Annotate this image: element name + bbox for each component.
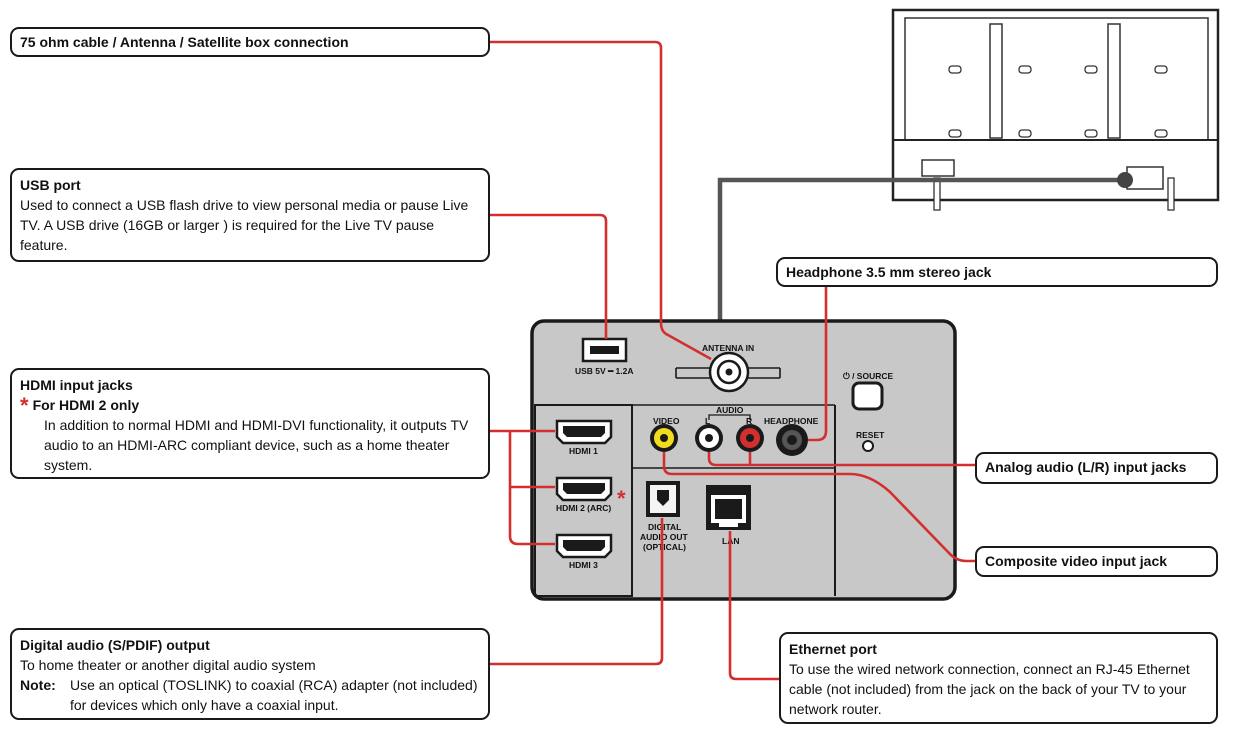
callout-lines xyxy=(490,40,975,681)
composite-callout-line xyxy=(662,452,975,563)
digital-audio-callout-body: To home theater or another digital audio… xyxy=(20,657,316,673)
hdmi-2-port-icon xyxy=(555,476,613,502)
digital-audio-note: Use an optical (TOSLINK) to coaxial (RCA… xyxy=(70,677,478,713)
audio-right-jack-icon xyxy=(736,424,764,452)
headphone-label: HEADPHONE xyxy=(764,416,819,426)
antenna-callout: 75 ohm cable / Antenna / Satellite box c… xyxy=(10,27,490,57)
hdmi-3-port-icon xyxy=(555,533,613,559)
ethernet-callout: Ethernet port To use the wired network c… xyxy=(779,632,1218,724)
ethernet-callout-body: To use the wired network connection, con… xyxy=(789,661,1190,717)
analog-audio-callout: Analog audio (L/R) input jacks xyxy=(975,452,1218,484)
hdmi-callout-body: In addition to normal HDMI and HDMI-DVI … xyxy=(44,417,469,473)
tv-cable-plug-icon xyxy=(1117,172,1133,188)
optical-label-line3: (OPTICAL) xyxy=(643,542,686,552)
audio-label: AUDIO xyxy=(716,405,744,415)
usb-callout-line xyxy=(490,213,608,339)
hdmi-1-port-icon xyxy=(555,419,613,445)
usb-callout: USB port Used to connect a USB flash dri… xyxy=(10,168,490,262)
hdmi-2-label: HDMI 2 (ARC) xyxy=(556,503,611,513)
hdmi-callout: HDMI input jacks *For HDMI 2 only In add… xyxy=(10,368,490,479)
ethernet-callout-title: Ethernet port xyxy=(789,641,877,657)
lan-port-icon xyxy=(706,485,751,530)
source-label: ⏻ / SOURCE xyxy=(843,371,894,381)
video-label: VIDEO xyxy=(653,416,680,426)
antenna-in-label: ANTENNA IN xyxy=(702,343,754,353)
optical-callout-line xyxy=(490,518,664,666)
arc-star-icon: * xyxy=(617,486,626,511)
source-button-icon xyxy=(851,381,884,411)
audio-left-jack-icon xyxy=(695,424,723,452)
digital-audio-note-label: Note: xyxy=(20,677,56,693)
hdmi-callout-title: HDMI input jacks xyxy=(20,377,133,393)
hdmi-callout-subtitle: For HDMI 2 only xyxy=(32,397,140,413)
asterisk-icon: * xyxy=(20,393,29,419)
connection-panel: * xyxy=(530,319,957,601)
digital-audio-callout: Digital audio (S/PDIF) output To home th… xyxy=(10,628,490,720)
headphone-callout-title: Headphone 3.5 mm stereo jack xyxy=(786,264,992,280)
headphone-callout: Headphone 3.5 mm stereo jack xyxy=(776,257,1218,287)
usb-callout-title: USB port xyxy=(20,177,81,193)
hdmi-1-label: HDMI 1 xyxy=(569,446,598,456)
audio-left-label: L xyxy=(705,416,710,426)
usb-callout-body: Used to connect a USB flash drive to vie… xyxy=(20,197,469,253)
optical-label-line2: AUDIO OUT xyxy=(640,532,689,542)
audio-right-label: R xyxy=(746,416,752,426)
lan-callout-line xyxy=(728,531,779,681)
headphone-jack-icon xyxy=(776,424,808,456)
video-jack-icon xyxy=(650,424,678,452)
antenna-callout-line xyxy=(490,40,712,361)
usb-port-label: USB 5V ━ 1.2A xyxy=(575,366,634,376)
analog-audio-callout-title: Analog audio (L/R) input jacks xyxy=(985,459,1187,475)
optical-label-line1: DIGITAL xyxy=(648,522,681,532)
composite-video-callout-title: Composite video input jack xyxy=(985,553,1168,569)
digital-audio-callout-title: Digital audio (S/PDIF) output xyxy=(20,637,210,653)
antenna-callout-title: 75 ohm cable / Antenna / Satellite box c… xyxy=(20,34,349,50)
reset-label: RESET xyxy=(856,430,885,440)
composite-video-callout: Composite video input jack xyxy=(975,546,1218,577)
reset-button-icon xyxy=(862,440,874,452)
hdmi-3-label: HDMI 3 xyxy=(569,560,598,570)
hdmi-3-callout-line xyxy=(508,431,555,546)
headphone-callout-line xyxy=(777,269,828,442)
analog-left-callout-line xyxy=(707,452,975,467)
tv-back-illustration xyxy=(891,8,1220,211)
tv-cable-line xyxy=(717,177,1122,320)
optical-port-icon xyxy=(646,481,680,517)
